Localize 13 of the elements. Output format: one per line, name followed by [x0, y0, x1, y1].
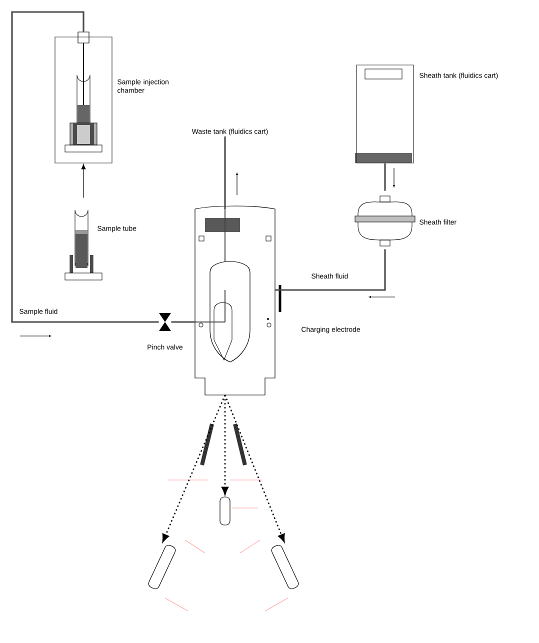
tubing-line	[224, 136, 226, 209]
collection-tube	[148, 544, 176, 590]
tubing-line	[384, 163, 386, 191]
collection-tube	[271, 544, 299, 590]
tubing-line	[171, 321, 195, 323]
collection-tube	[220, 496, 230, 526]
tubing-line	[275, 249, 386, 291]
arrow	[222, 395, 228, 495]
arrow	[81, 164, 86, 198]
nozzle-drawing	[194, 206, 276, 396]
arrow	[162, 394, 226, 542]
arrow	[224, 394, 285, 542]
tubing-line	[11, 11, 159, 323]
